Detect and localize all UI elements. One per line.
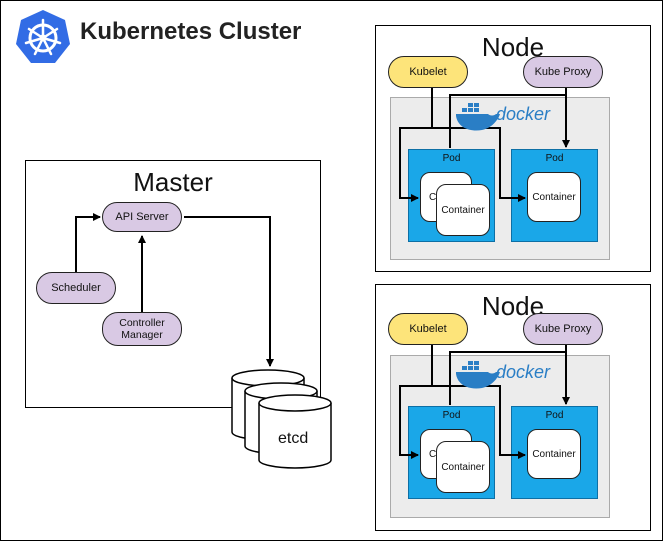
container-front-1: Container xyxy=(436,184,490,236)
kubelet-to-pod2-arrow-1 xyxy=(432,127,526,202)
container-pod2-1: Container xyxy=(527,172,581,222)
etcd-cylinder-front xyxy=(258,394,332,469)
docker-label-1: docker xyxy=(496,104,551,124)
kubelet-node-2: Kubelet xyxy=(388,313,468,345)
container-pod2-2: Container xyxy=(527,429,581,479)
scheduler-node: Scheduler xyxy=(36,272,116,304)
master-title: Master xyxy=(133,167,213,197)
kube-proxy-node-2: Kube Proxy xyxy=(523,313,603,345)
container-front-2: Container xyxy=(436,441,490,493)
proxy-to-pod1-line-2 xyxy=(449,345,567,405)
pod-label: Pod xyxy=(442,410,461,421)
kube-proxy-node-1: Kube Proxy xyxy=(523,56,603,88)
docker-label-2: docker xyxy=(496,362,551,382)
docker-whale-icon xyxy=(456,103,500,131)
etcd-label: etcd xyxy=(278,430,309,447)
pod-label: Pod xyxy=(545,410,564,421)
diagram-title: Kubernetes Cluster xyxy=(80,18,302,45)
docker-whale-icon xyxy=(456,361,500,389)
kubelet-to-pod1-arrow-1 xyxy=(399,88,433,202)
api-server-node: API Server xyxy=(102,202,182,232)
controller-manager-node: Controller Manager xyxy=(102,312,182,346)
kubelet-to-pod2-arrow-2 xyxy=(432,385,526,459)
proxy-to-pod1-line-1 xyxy=(449,88,567,148)
kubelet-to-pod1-arrow-2 xyxy=(399,345,433,459)
kubelet-node-1: Kubelet xyxy=(388,56,468,88)
kubernetes-logo-icon xyxy=(16,10,70,63)
scheduler-to-api-arrow xyxy=(75,213,101,272)
pod-label: Pod xyxy=(442,153,461,164)
pod-label: Pod xyxy=(545,153,564,164)
api-to-etcd-arrow xyxy=(184,216,274,367)
